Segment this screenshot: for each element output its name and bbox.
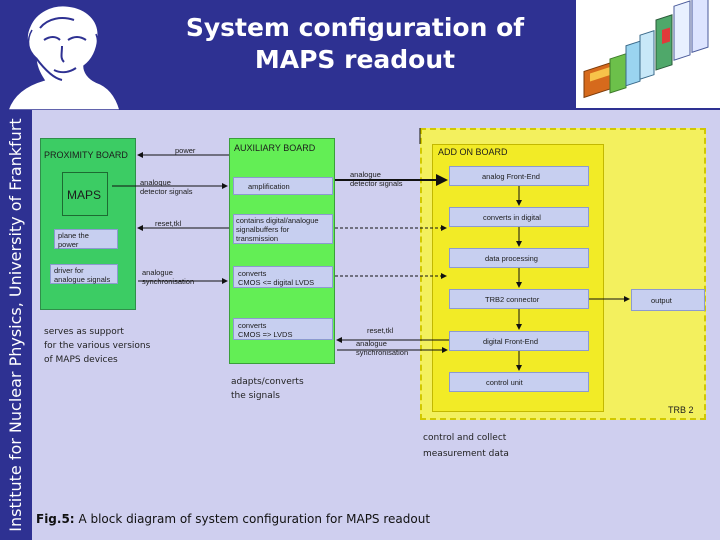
serves-line-2: for the various versions	[44, 341, 151, 351]
digital-frontend-label: digital Front-End	[483, 337, 539, 346]
detector-illustration	[576, 0, 720, 108]
serves-line-3: of MAPS devices	[44, 355, 118, 365]
addon-board-title: ADD ON BOARD	[438, 147, 508, 157]
analog-frontend-box: analog Front-End	[449, 166, 589, 186]
analogue-detector-1-line-1: analogue	[140, 178, 171, 187]
analogue-sync-1-line-1: analogue	[142, 268, 173, 277]
title-line-2: MAPS readout	[254, 45, 456, 74]
driver-analogue-box: driver for analogue signals	[50, 264, 118, 284]
analog-frontend-label: analog Front-End	[482, 172, 540, 181]
proximity-board	[40, 138, 136, 310]
signal-buffers-line-1: contains digital/analogue	[236, 216, 319, 225]
reset-clk-1-label: reset,tkl	[155, 219, 182, 228]
data-processing-label: data processing	[485, 254, 538, 263]
serves-note: serves as support for the various versio…	[44, 325, 150, 367]
converts-1-line-2: CMOS <= digital LVDS	[238, 278, 315, 287]
analogue-detector-2-line-2: detector signals	[350, 179, 403, 188]
analogue-sync-2-line-2: synchronisation	[356, 348, 409, 357]
institute-label: Institute for Nuclear Physics, Universit…	[6, 118, 25, 532]
figure-caption: Fig.5: A block diagram of system configu…	[36, 512, 430, 526]
control-line-2: measurement data	[423, 449, 509, 459]
trb2-label: TRB 2	[668, 405, 694, 415]
maps-chip: MAPS	[62, 172, 108, 216]
sidebar-bar	[0, 110, 32, 540]
adapts-line-2: the signals	[231, 391, 280, 401]
trb2-connector-box: TRB2 connector	[449, 289, 589, 309]
converts-digital-box: converts in digital	[449, 207, 589, 227]
driver-analogue-line-1: driver for	[54, 266, 84, 275]
control-unit-box: control unit	[449, 372, 589, 392]
caption-text: A block diagram of system configuration …	[78, 512, 431, 526]
serves-line-1: serves as support	[44, 327, 124, 337]
title-line-1: System configuration of	[185, 13, 525, 42]
page-title: System configuration of MAPS readout	[150, 12, 560, 76]
signal-buffers-box: contains digital/analogue signalbuffers …	[233, 214, 333, 244]
amplification-label: amplification	[248, 182, 290, 191]
converts-cmos-to-lvds-box: converts CMOS => LVDS	[233, 318, 333, 340]
plane-power-line-2: power	[58, 240, 79, 249]
output-box: output	[631, 289, 705, 311]
goethe-portrait-logo	[0, 0, 122, 110]
driver-analogue-line-2: analogue signals	[54, 275, 111, 284]
output-label: output	[651, 296, 672, 305]
maps-chip-label: MAPS	[67, 188, 102, 202]
analogue-sync-1-line-2: synchronisation	[142, 277, 195, 286]
proximity-board-title: PROXIMITY BOARD	[44, 150, 128, 160]
amplification-box: amplification	[233, 177, 333, 195]
analogue-detector-1-line-2: detector signals	[140, 187, 193, 196]
converts-cmos-lvds-box: converts CMOS <= digital LVDS	[233, 266, 333, 288]
plane-power-box: plane the power	[54, 229, 118, 249]
digital-frontend-box: digital Front-End	[449, 331, 589, 351]
control-line-1: control and collect	[423, 433, 507, 443]
analogue-sync-2-line-1: analogue	[356, 339, 387, 348]
reset-clk-2-label: reset,tkl	[367, 326, 394, 335]
converts-1-line-1: converts	[238, 269, 267, 278]
control-note: control and collect measurement data	[423, 431, 509, 461]
caption-label: Fig.5:	[36, 512, 75, 526]
converts-2-line-1: converts	[238, 321, 267, 330]
power-label: power	[175, 146, 196, 155]
signal-buffers-line-2: signalbuffers for	[236, 225, 290, 234]
signal-buffers-line-3: transmission	[236, 234, 279, 243]
converts-2-line-2: CMOS => LVDS	[238, 330, 293, 339]
analogue-detector-2-line-1: analogue	[350, 170, 381, 179]
data-processing-box: data processing	[449, 248, 589, 268]
converts-digital-label: converts in digital	[483, 213, 541, 222]
control-unit-label: control unit	[486, 378, 523, 387]
adapts-line-1: adapts/converts	[231, 377, 304, 387]
adapts-note: adapts/converts the signals	[231, 375, 304, 403]
plane-power-line-1: plane the	[58, 231, 89, 240]
auxiliary-board-title: AUXILIARY BOARD	[234, 143, 316, 153]
trb2-connector-label: TRB2 connector	[485, 295, 540, 304]
